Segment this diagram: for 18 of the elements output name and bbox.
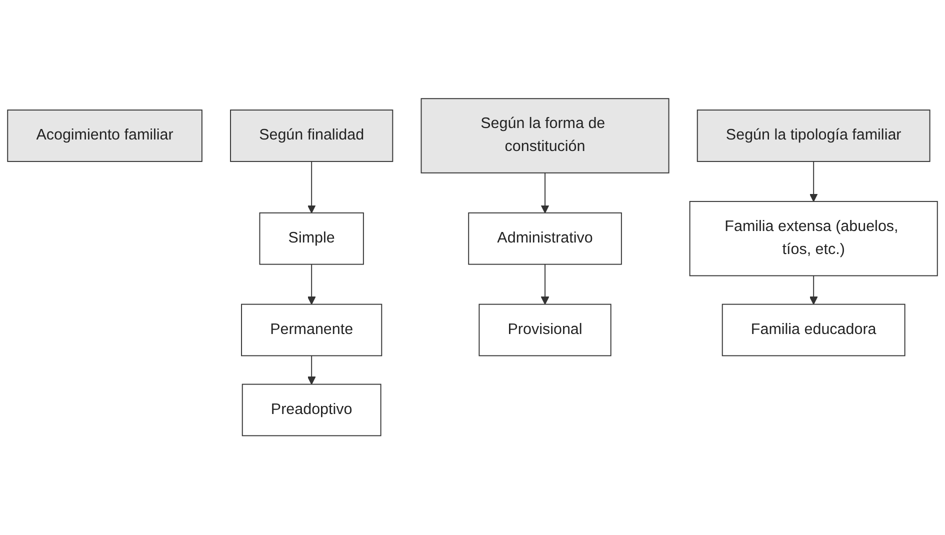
arrow (540, 172, 550, 214)
arrow (307, 264, 316, 306)
arrow (307, 356, 316, 385)
node-box: Según finalidad (230, 110, 394, 162)
arrow (540, 264, 550, 306)
node-box: Según la forma de constitución (420, 98, 670, 174)
node-box: Permanente (241, 304, 382, 357)
node-box: Preadoptivo (242, 384, 382, 437)
node-box: Simple (259, 212, 364, 266)
node-box: Según la tipología familiar (696, 110, 930, 162)
node-box: Familia educadora (722, 304, 906, 357)
node-box: Acogimiento familiar (7, 110, 202, 162)
arrow (809, 276, 818, 306)
arrow (307, 161, 316, 214)
arrow (809, 161, 818, 202)
node-box: Administrativo (468, 212, 622, 266)
node-box: Provisional (478, 304, 612, 357)
node-box: Familia extensa (abuelos, tíos, etc.) (689, 201, 938, 277)
